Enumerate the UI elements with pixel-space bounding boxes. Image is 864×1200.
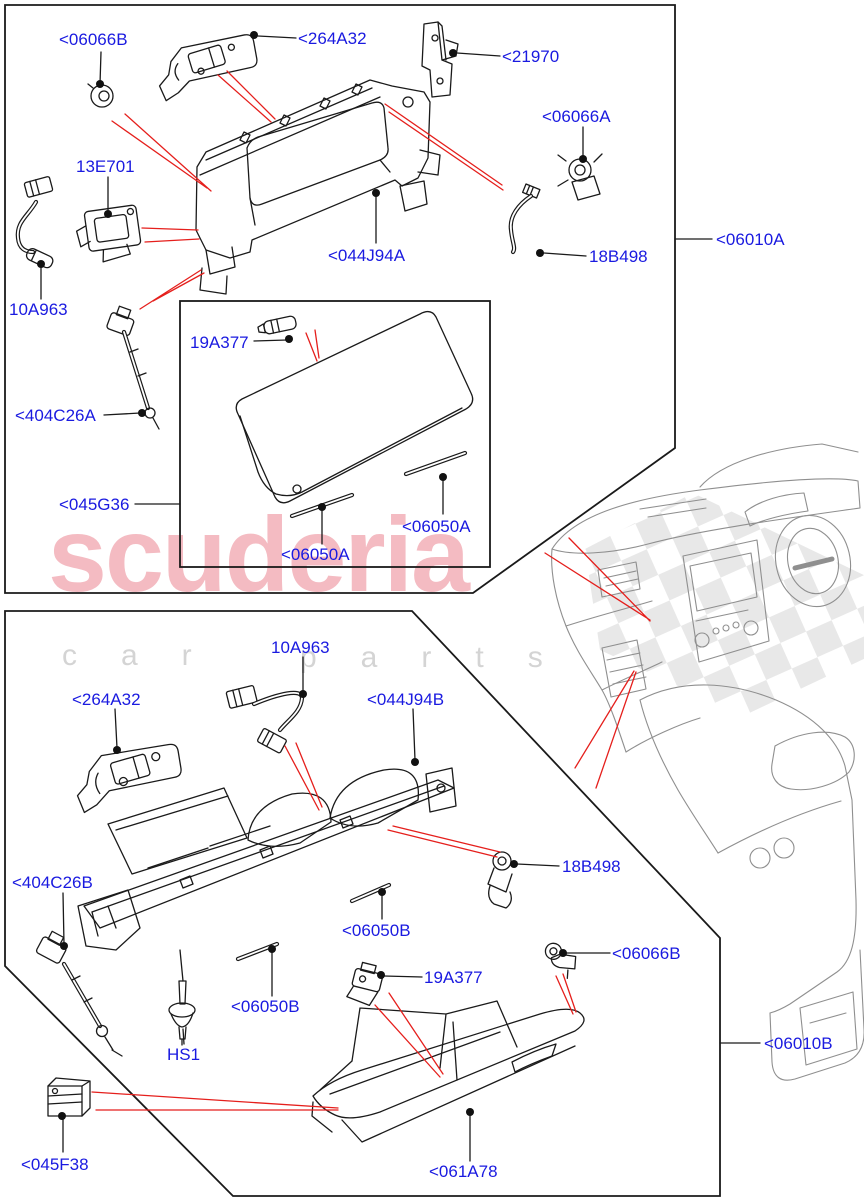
upper-lid-subbox-border [179, 300, 491, 568]
part-latch-264A32-lower [76, 743, 182, 814]
part-damper-404C26B [35, 930, 123, 1057]
part-label-10A963-lower[interactable]: 10A963 [271, 638, 330, 657]
dashboard-illustration [551, 443, 864, 1081]
part-lamp-06066A [557, 153, 603, 201]
part-label-044J94B[interactable]: <044J94B [367, 690, 445, 709]
part-plug-19A377-lower [346, 961, 384, 1006]
part-label-06010B[interactable]: <06010B [764, 1034, 833, 1053]
part-housing-044J94A [195, 79, 441, 295]
part-label-19A377-upper[interactable]: 19A377 [190, 333, 249, 352]
part-label-044J94A[interactable]: <044J94A [328, 246, 406, 265]
part-label-06050A-left[interactable]: <06050A [281, 545, 350, 564]
part-striker-pin-06050B-1 [349, 882, 392, 904]
part-harness-10A963-lower [225, 685, 305, 754]
part-screw-HS1 [168, 949, 196, 1046]
part-bulb-socket-18B498-lower [487, 851, 513, 909]
part-glovebox-lid-045G36 [235, 310, 474, 504]
steering-wheel [774, 514, 852, 608]
part-label-045G36[interactable]: <045G36 [59, 495, 130, 514]
part-label-10A963-upper[interactable]: 10A963 [9, 300, 68, 319]
part-clip-045F38 [47, 1077, 91, 1117]
part-striker-pin-06050A-right [403, 450, 468, 477]
part-label-19A377-lower[interactable]: 19A377 [424, 968, 483, 987]
part-damper-404C26A [106, 305, 160, 430]
center-console [639, 684, 864, 1081]
part-label-06066A[interactable]: <06066A [542, 107, 611, 126]
upper-section-border [4, 4, 676, 594]
part-label-404C26A[interactable]: <404C26A [15, 406, 96, 425]
part-label-264A32-upper[interactable]: <264A32 [298, 29, 367, 48]
part-bin-061A78 [311, 1000, 585, 1143]
part-clip-06066B-lower [544, 942, 577, 979]
part-label-21970[interactable]: <21970 [502, 47, 560, 66]
part-label-045F38[interactable]: <045F38 [21, 1155, 89, 1174]
lower-section-border [4, 610, 721, 1197]
part-label-06050B-1[interactable]: <06050B [342, 921, 411, 940]
part-label-264A32-lower[interactable]: <264A32 [72, 690, 141, 709]
leader-lines [40, 35, 761, 1162]
part-label-404C26B[interactable]: <404C26B [12, 873, 93, 892]
part-bracket-13E701 [75, 204, 142, 263]
part-label-061A78[interactable]: <061A78 [429, 1162, 498, 1181]
leader-dots [37, 31, 587, 1120]
part-label-06050B-2[interactable]: <06050B [231, 997, 300, 1016]
watermark-tagline-parts: parts [300, 641, 587, 674]
part-bulb-wire-18B498-upper [508, 183, 541, 255]
red-callout-arrows [91, 70, 651, 1111]
part-label-13E701[interactable]: 13E701 [76, 157, 135, 176]
part-label-06066B-lower[interactable]: <06066B [612, 944, 681, 963]
part-label-06050A-right[interactable]: <06050A [402, 517, 471, 536]
part-housing-044J94B [77, 767, 457, 951]
watermark-tagline-car: car [62, 639, 236, 672]
part-harness-10A963-upper [15, 176, 54, 269]
part-label-HS1[interactable]: HS1 [167, 1045, 201, 1064]
part-bracket-21970 [421, 21, 459, 98]
part-latch-264A32-upper [158, 34, 258, 102]
center-stack [682, 539, 770, 663]
part-clip-19A377-upper [257, 315, 297, 335]
part-label-06066B-upper[interactable]: <06066B [59, 30, 128, 49]
watermark-brand: scuderia [48, 496, 470, 614]
part-label-18B498-lower[interactable]: 18B498 [562, 857, 621, 876]
part-label-06010A[interactable]: <06010A [716, 230, 785, 249]
part-label-18B498-upper[interactable]: 18B498 [589, 247, 648, 266]
